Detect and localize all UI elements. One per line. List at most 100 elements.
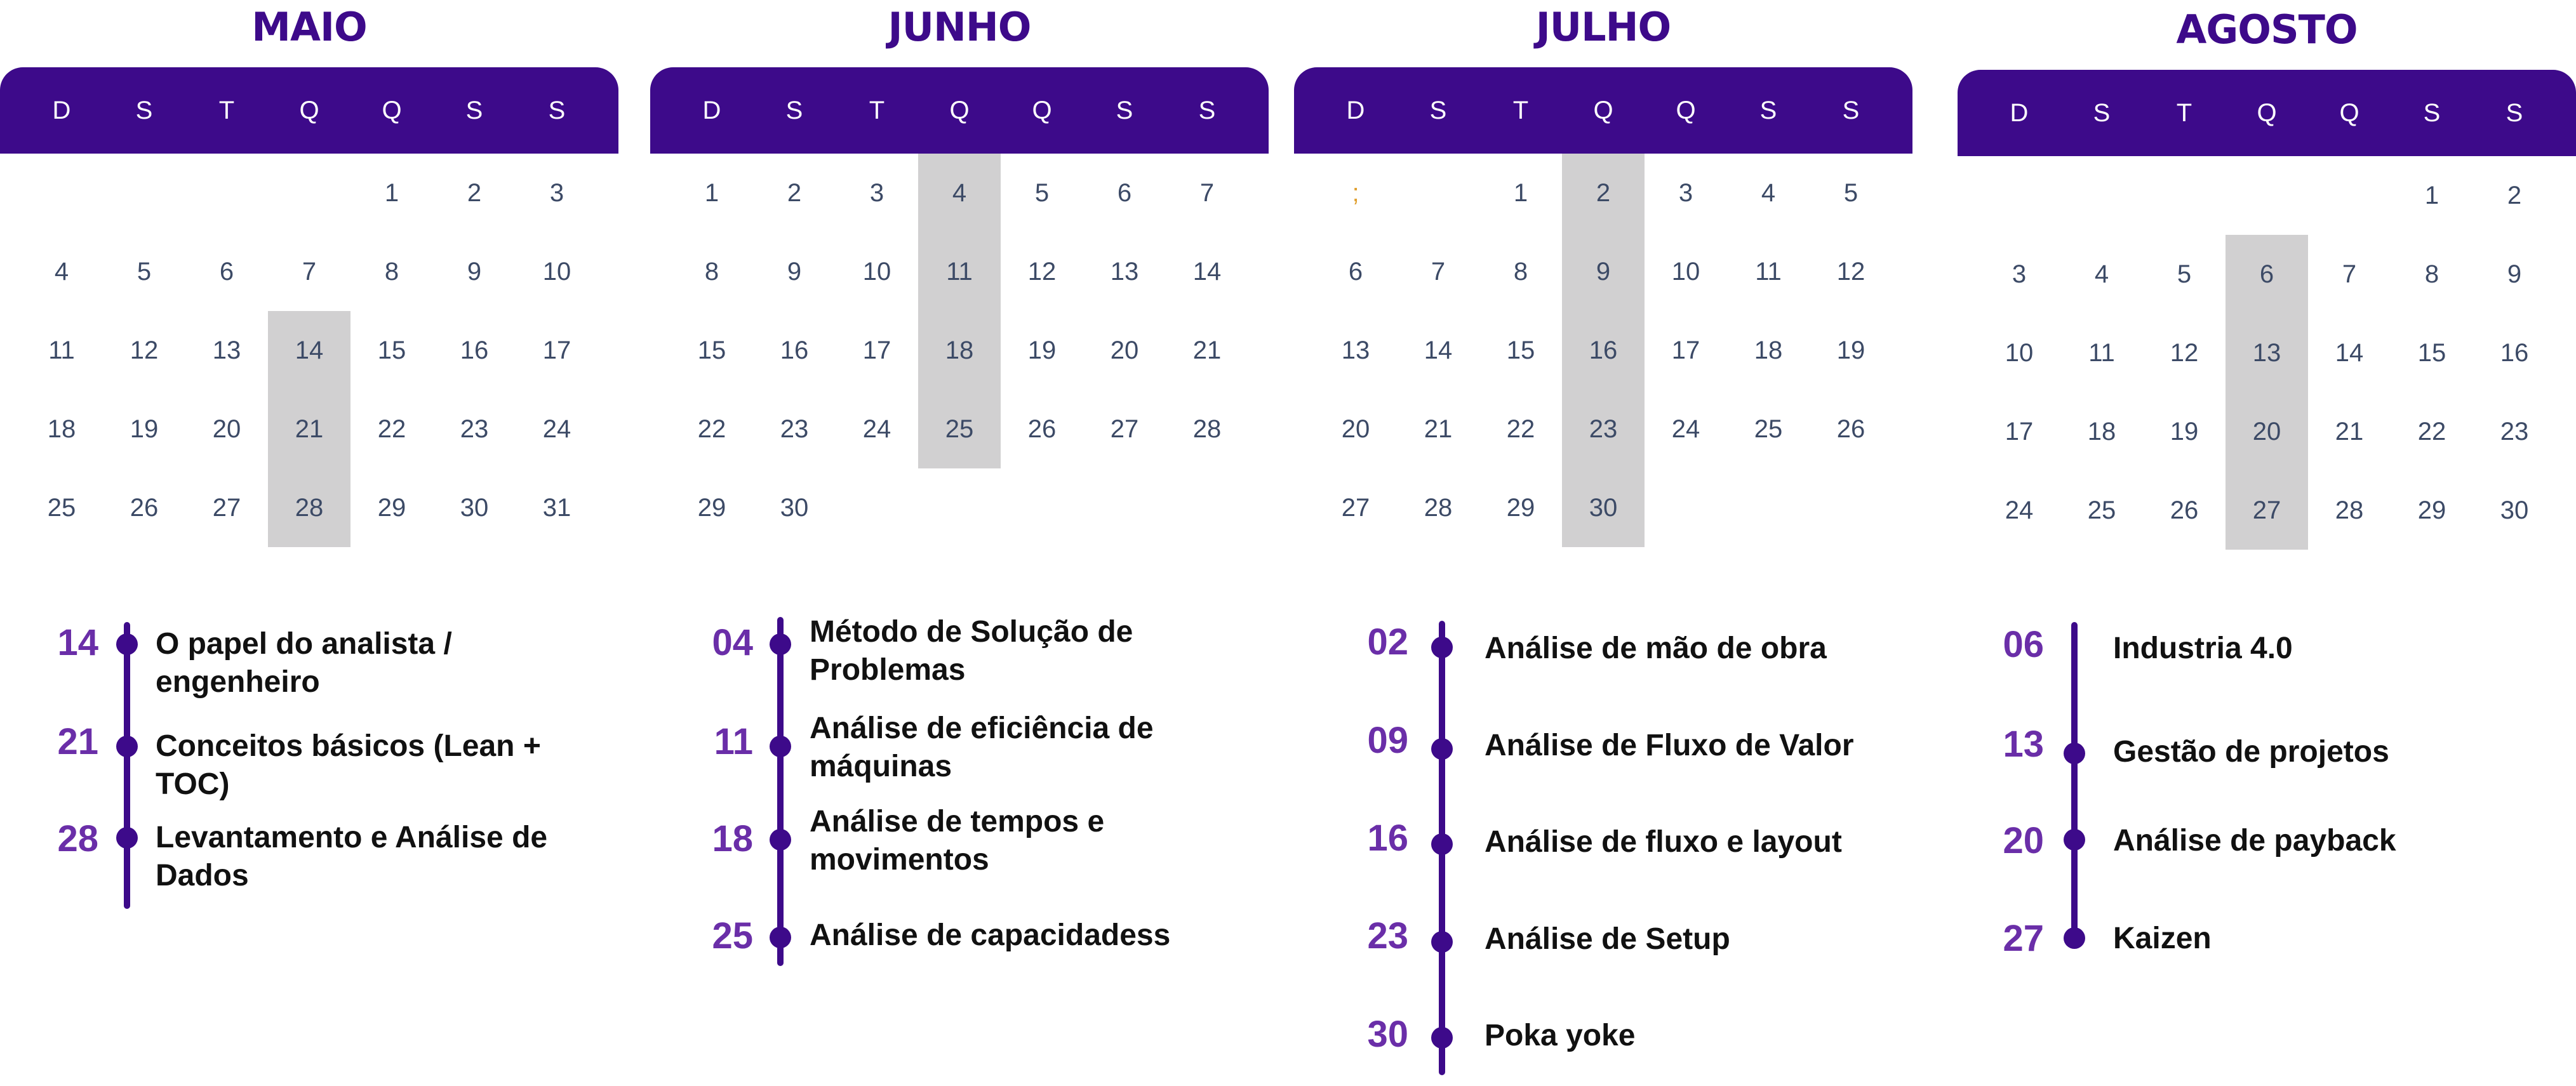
calendar-day[interactable]: 18 [945,336,974,364]
calendar-day[interactable]: 12 [1836,258,1865,286]
calendar-day[interactable]: 20 [1110,336,1139,364]
calendar-day[interactable]: 24 [2005,496,2034,524]
calendar-day[interactable]: 22 [2417,418,2446,446]
calendar-day[interactable]: 27 [1341,494,1370,522]
calendar-day[interactable]: 11 [1755,258,1782,286]
calendar-day[interactable]: 21 [1424,415,1453,443]
calendar-day[interactable]: 29 [697,494,726,522]
calendar-day[interactable]: 6 [219,258,234,286]
calendar-day[interactable]: 23 [2500,418,2529,446]
calendar-day[interactable]: 25 [47,494,76,522]
calendar-day[interactable]: 10 [1671,258,1700,286]
calendar-day[interactable]: 11 [946,258,973,286]
calendar-day[interactable]: 28 [1192,415,1222,443]
calendar-day[interactable]: 29 [1506,494,1535,522]
calendar-day[interactable]: 17 [2005,418,2034,446]
calendar-day[interactable]: 12 [1027,258,1057,286]
calendar-day[interactable]: 28 [295,494,324,522]
calendar-day[interactable]: 10 [862,258,891,286]
calendar-day[interactable]: 3 [549,179,564,207]
calendar-day[interactable]: 15 [2417,339,2446,367]
calendar-day[interactable]: 18 [2087,418,2116,446]
calendar-day[interactable]: 28 [2335,496,2364,524]
calendar-day[interactable]: 4 [2094,260,2109,288]
calendar-day[interactable]: 6 [1348,258,1363,286]
calendar-day[interactable]: 9 [467,258,482,286]
calendar-day[interactable]: 30 [1589,494,1618,522]
calendar-day[interactable]: 15 [377,336,406,364]
calendar-day[interactable]: 3 [869,179,884,207]
calendar-day[interactable]: 27 [2252,496,2281,524]
calendar-day[interactable]: 20 [1341,415,1370,443]
calendar-day[interactable]: 31 [542,494,571,522]
calendar-day[interactable]: 25 [2087,496,2116,524]
calendar-day[interactable]: 19 [1027,336,1057,364]
calendar-day[interactable]: 11 [48,336,75,364]
calendar-day[interactable]: 23 [780,415,809,443]
calendar-day[interactable]: 6 [2259,260,2274,288]
calendar-day[interactable]: 28 [1424,494,1453,522]
calendar-day[interactable]: 26 [1836,415,1865,443]
calendar-day[interactable]: 25 [945,415,974,443]
calendar-day[interactable]: 5 [1034,179,1050,207]
calendar-day[interactable]: 8 [1513,258,1528,286]
calendar-day[interactable]: 24 [862,415,891,443]
calendar-day[interactable]: 20 [2252,418,2281,446]
calendar-day[interactable]: 16 [460,336,489,364]
calendar-day[interactable]: 10 [542,258,571,286]
calendar-day[interactable]: 8 [384,258,399,286]
calendar-day[interactable]: 1 [1513,179,1528,207]
calendar-day[interactable]: 22 [377,415,406,443]
calendar-day[interactable]: 16 [2500,339,2529,367]
calendar-day[interactable]: 7 [2342,260,2357,288]
calendar-day[interactable]: 21 [295,415,324,443]
calendar-day[interactable]: 29 [377,494,406,522]
calendar-day[interactable]: 2 [467,179,482,207]
calendar-day[interactable]: 19 [2170,418,2199,446]
calendar-day[interactable]: 22 [1506,415,1535,443]
calendar-day[interactable]: 13 [212,336,241,364]
calendar-day[interactable]: 14 [295,336,324,364]
calendar-day[interactable]: 29 [2417,496,2446,524]
calendar-day[interactable]: 17 [862,336,891,364]
calendar-day[interactable]: 24 [1671,415,1700,443]
calendar-day[interactable]: 9 [787,258,802,286]
calendar-day[interactable]: 16 [1589,336,1618,364]
calendar-day[interactable]: 4 [952,179,967,207]
calendar-day[interactable]: 3 [2012,260,2027,288]
calendar-day[interactable]: 22 [697,415,726,443]
calendar-day[interactable]: 18 [1754,336,1783,364]
calendar-day[interactable]: 30 [460,494,489,522]
calendar-day[interactable]: 7 [302,258,317,286]
calendar-day[interactable]: 14 [1424,336,1453,364]
calendar-day[interactable]: 20 [212,415,241,443]
calendar-day[interactable]: 30 [2500,496,2529,524]
calendar-day[interactable]: 19 [1836,336,1865,364]
calendar-day[interactable]: 5 [2177,260,2192,288]
calendar-day[interactable]: 15 [1506,336,1535,364]
calendar-day[interactable]: 17 [542,336,571,364]
calendar-day[interactable]: 21 [1192,336,1222,364]
calendar-day[interactable]: 26 [1027,415,1057,443]
calendar-day[interactable]: 1 [704,179,719,207]
calendar-day[interactable]: 14 [1192,258,1222,286]
calendar-day[interactable]: 5 [137,258,152,286]
calendar-day[interactable]: 2 [1596,179,1611,207]
calendar-day[interactable]: 24 [542,415,571,443]
calendar-day[interactable]: 15 [697,336,726,364]
calendar-day[interactable]: 21 [2335,418,2364,446]
calendar-day[interactable]: 12 [130,336,159,364]
calendar-day[interactable]: 13 [2252,339,2281,367]
calendar-day[interactable]: 8 [2424,260,2439,288]
calendar-day[interactable]: 7 [1199,179,1215,207]
calendar-day[interactable]: 10 [2005,339,2034,367]
calendar-day[interactable]: 18 [47,415,76,443]
calendar-day[interactable]: 19 [130,415,159,443]
calendar-day[interactable]: 23 [460,415,489,443]
calendar-day[interactable]: 4 [54,258,69,286]
calendar-day[interactable]: 26 [2170,496,2199,524]
calendar-day[interactable]: 6 [1117,179,1132,207]
calendar-day[interactable]: 27 [212,494,241,522]
calendar-day[interactable]: 9 [2507,260,2522,288]
calendar-day[interactable]: 14 [2335,339,2364,367]
